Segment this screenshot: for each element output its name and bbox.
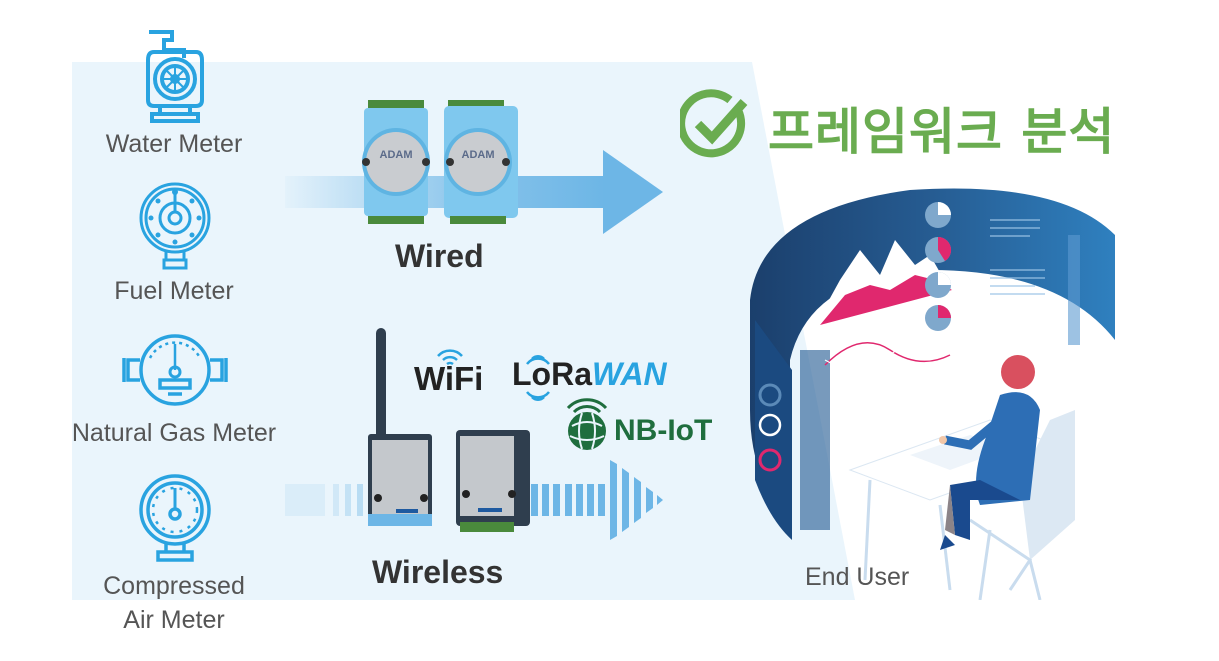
adam-devices: ADAM ADAM — [362, 100, 518, 224]
wireless-label: Wireless — [372, 554, 504, 590]
end-user-label: End User — [805, 563, 910, 591]
nbiot-logo: NB-IoT — [614, 414, 713, 447]
pie-charts — [925, 202, 952, 331]
check-circle-icon — [680, 89, 748, 158]
meter-label-air-line2: Air Meter — [123, 606, 225, 634]
meter-label-gas: Natural Gas Meter — [71, 419, 277, 447]
fuel-meter-icon — [139, 182, 211, 270]
person-head — [1001, 355, 1035, 389]
adam-logo-1: ADAM — [380, 149, 413, 161]
gas-meter-icon — [122, 334, 228, 406]
page-title: 프레임워크 분석 — [768, 103, 1116, 161]
wifi-logo: WiFi — [414, 360, 484, 397]
lorawan-logo-wan: WAN — [592, 356, 667, 392]
wireless-arrow — [285, 460, 663, 540]
meter-label-air-line1: Compressed — [103, 572, 245, 600]
lorawan-logo-lora: LoRa — [512, 356, 592, 392]
water-pump-icon — [146, 30, 204, 123]
dashboard-illustration — [750, 188, 1115, 600]
nbiot-globe-icon — [566, 398, 608, 450]
lorawan-logo: LoRaWAN — [512, 356, 667, 393]
adam-logo-2: ADAM — [462, 149, 495, 161]
lora-signal-icon — [526, 355, 550, 401]
wireless-devices — [368, 328, 530, 532]
pressure-gauge-icon — [139, 474, 211, 562]
wired-label: Wired — [395, 238, 484, 274]
meter-label-water: Water Meter — [105, 130, 243, 158]
wifi-signal-icon — [437, 349, 463, 366]
meter-label-fuel: Fuel Meter — [114, 277, 234, 305]
